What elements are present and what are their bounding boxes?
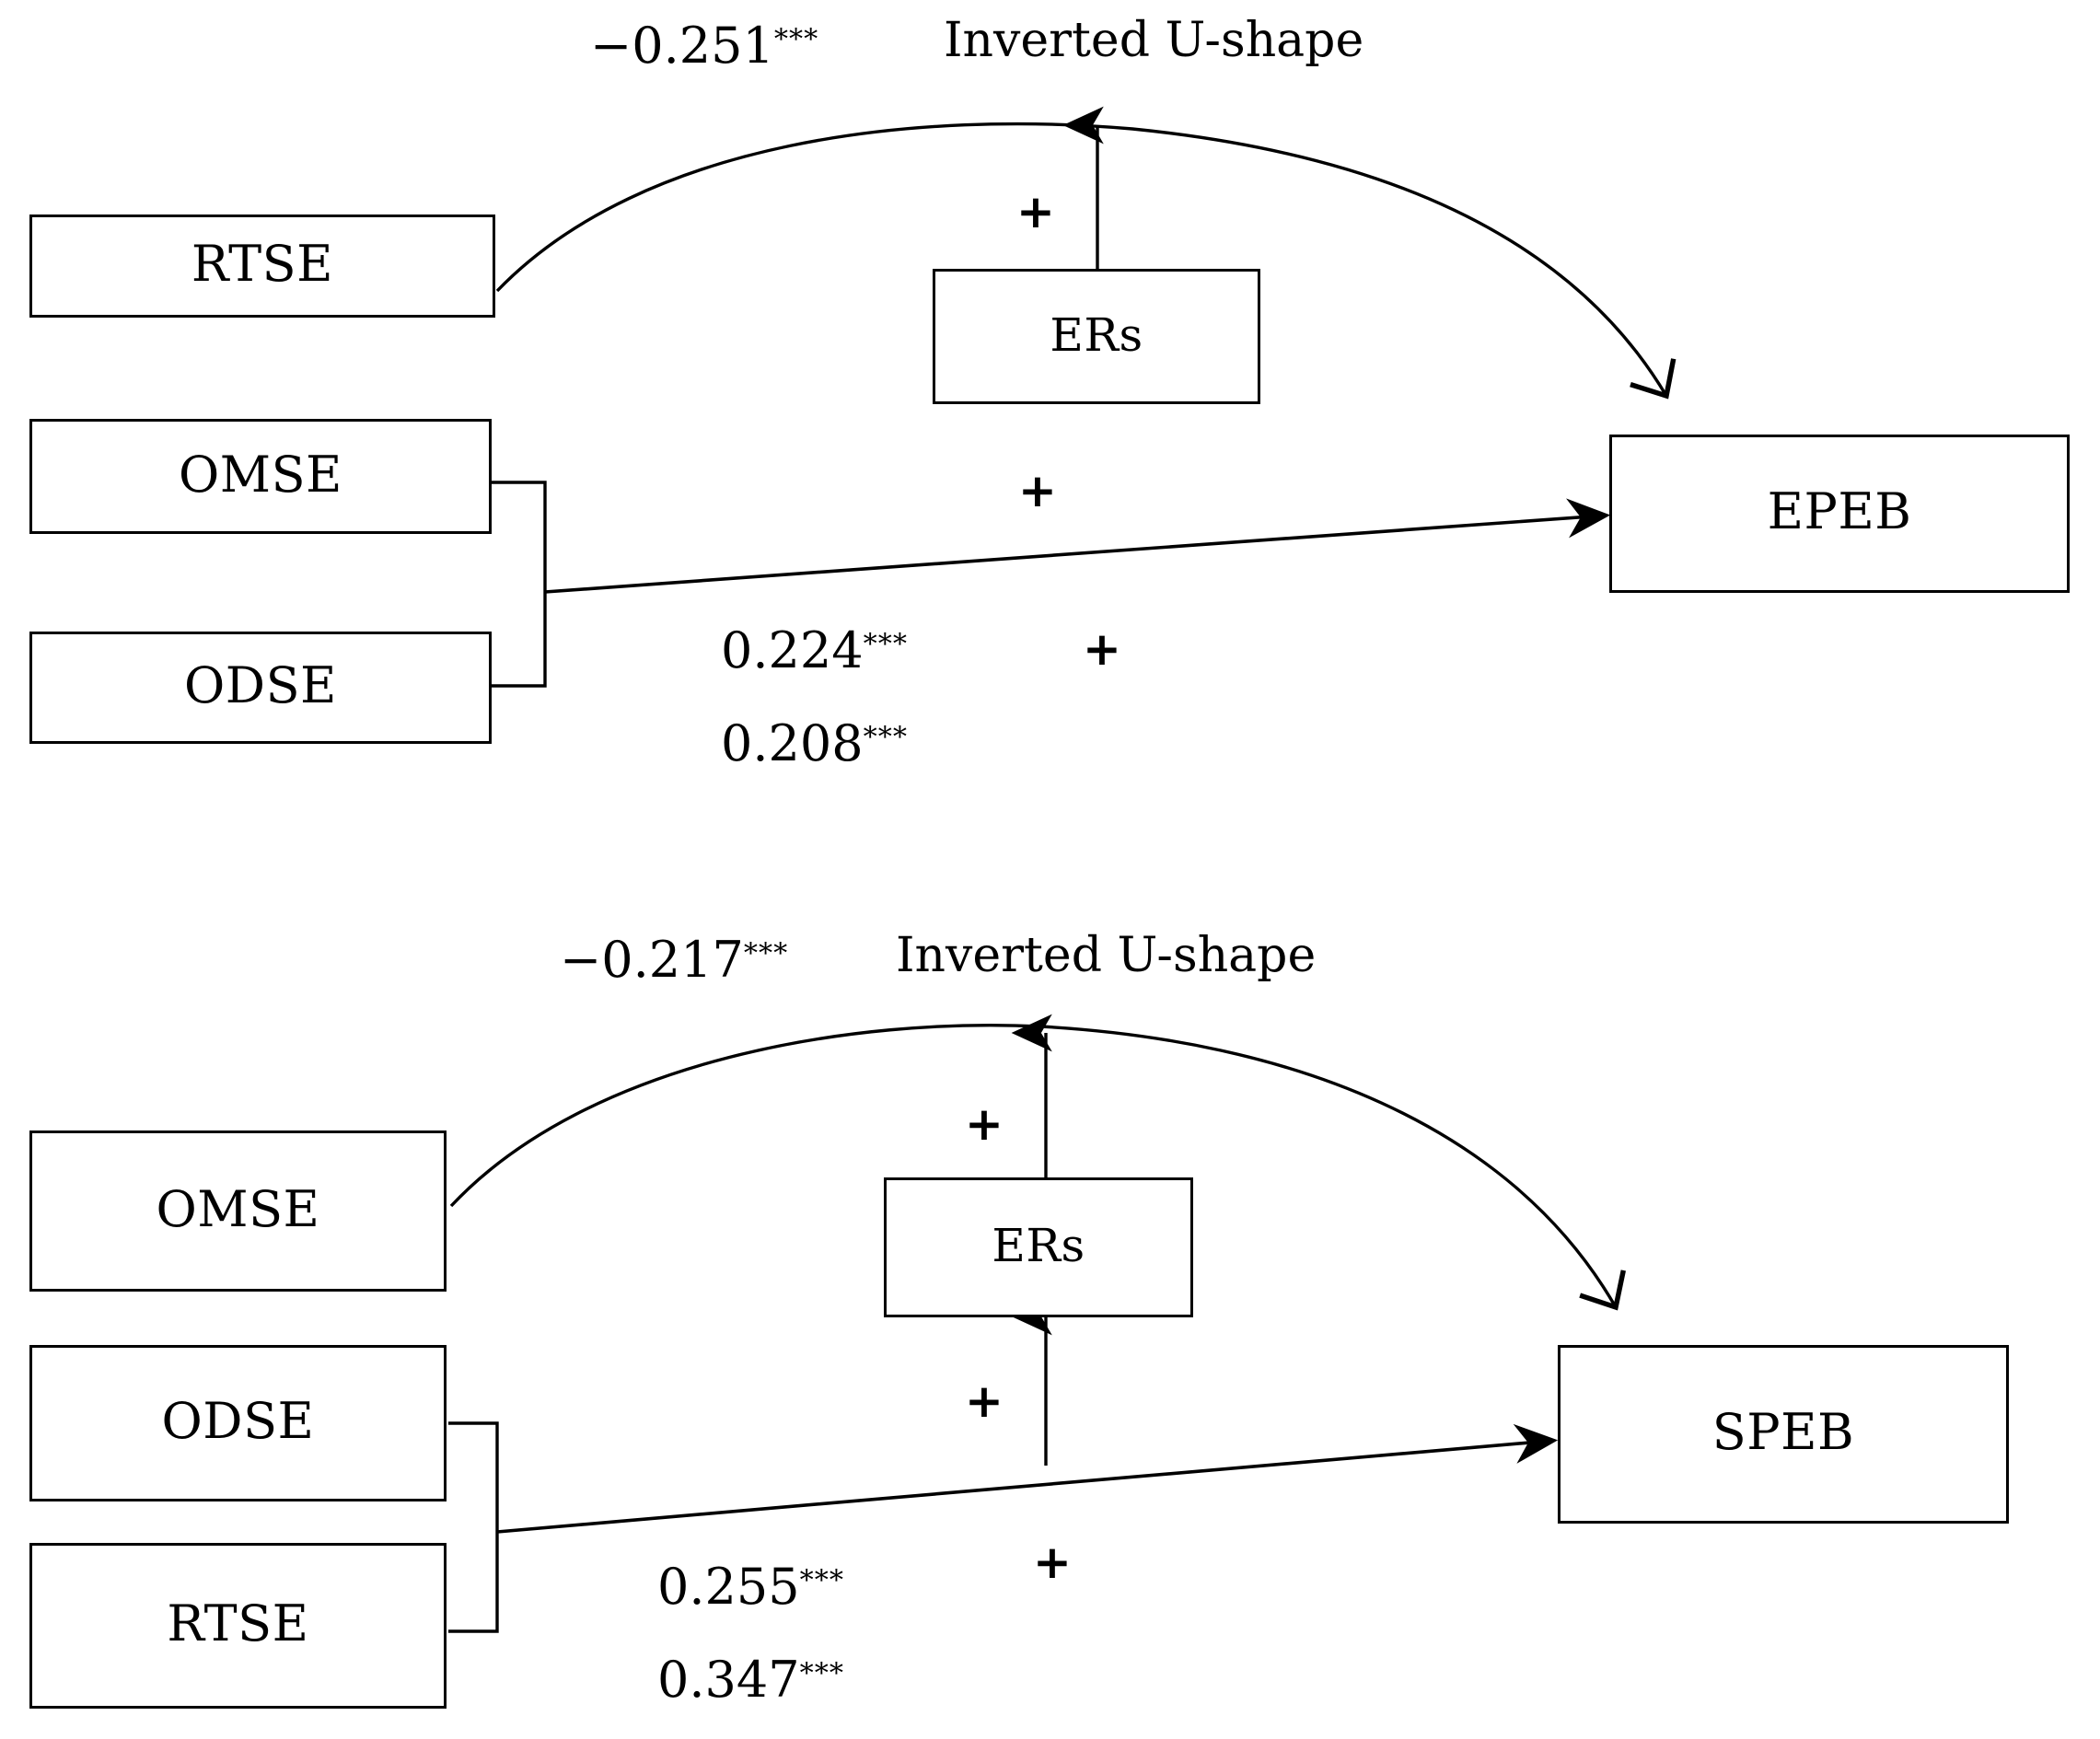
significance-stars: *** [863,721,908,754]
direct-effect-sign-lower-epeb: + [1083,622,1121,676]
coefficient-value: 0.208 [721,714,864,772]
arrow-bracket-to-speb [496,1423,1559,1534]
node-label: RTSE [167,1594,309,1652]
node-ers-speb-panel[interactable]: ERs [884,1177,1193,1317]
moderation-sign-top-speb: + [965,1097,1004,1151]
significance-stars: *** [773,23,819,56]
node-label: ODSE [184,656,337,714]
node-epeb[interactable]: EPEB [1609,435,2070,593]
significance-stars: *** [743,937,789,970]
node-label: ERs [1050,307,1143,362]
curve-rtse-to-epeb [495,122,1677,400]
node-omse-speb-panel[interactable]: OMSE [29,1130,447,1292]
curve-shape-label-epeb: Inverted U-shape [944,13,1364,68]
node-label: RTSE [191,235,334,293]
curve-shape-label-speb: Inverted U-shape [896,928,1317,983]
coefficient-value: −0.217 [560,931,744,989]
arrow-bracket-to-epeb [544,498,1611,594]
node-rtse-epeb-panel[interactable]: RTSE [29,214,495,318]
node-label: ODSE [161,1392,315,1450]
node-odse-epeb-panel[interactable]: ODSE [29,632,492,744]
significance-stars: *** [799,1657,844,1690]
node-speb[interactable]: SPEB [1558,1345,2009,1524]
direct-coefficient-1-epeb: 0.224*** [721,624,908,678]
node-rtse-speb-panel[interactable]: RTSE [29,1543,447,1709]
node-label: OMSE [156,1179,320,1238]
significance-stars: *** [799,1564,844,1597]
curve-coefficient-speb: −0.217*** [560,931,789,989]
node-label: EPEB [1767,482,1912,540]
direct-effect-sign-epeb: + [1018,464,1057,517]
node-label: OMSE [179,445,342,504]
node-odse-speb-panel[interactable]: ODSE [29,1345,447,1501]
direct-coefficient-2-epeb: 0.208*** [721,717,908,771]
moderation-sign-epeb: + [1016,185,1055,238]
bracket-odse-rtse-speb [448,1421,499,1633]
coefficient-value: −0.251 [590,17,774,75]
coefficient-value: 0.347 [657,1651,800,1709]
node-label: ERs [992,1219,1085,1272]
curve-coefficient-epeb: −0.251*** [590,17,819,75]
direct-coefficient-1-speb: 0.255*** [657,1558,844,1616]
coefficient-value: 0.255 [657,1558,800,1616]
direct-coefficient-2-speb: 0.347*** [657,1651,844,1709]
direct-effect-sign-speb: + [1033,1536,1072,1589]
coefficient-value: 0.224 [721,621,864,679]
moderation-sign-bottom-speb: + [965,1374,1004,1428]
node-ers-epeb-panel[interactable]: ERs [933,269,1260,404]
node-omse-epeb-panel[interactable]: OMSE [29,419,492,534]
significance-stars: *** [863,628,908,661]
bracket-omse-odse-epeb [492,481,547,688]
node-label: SPEB [1711,1403,1855,1461]
